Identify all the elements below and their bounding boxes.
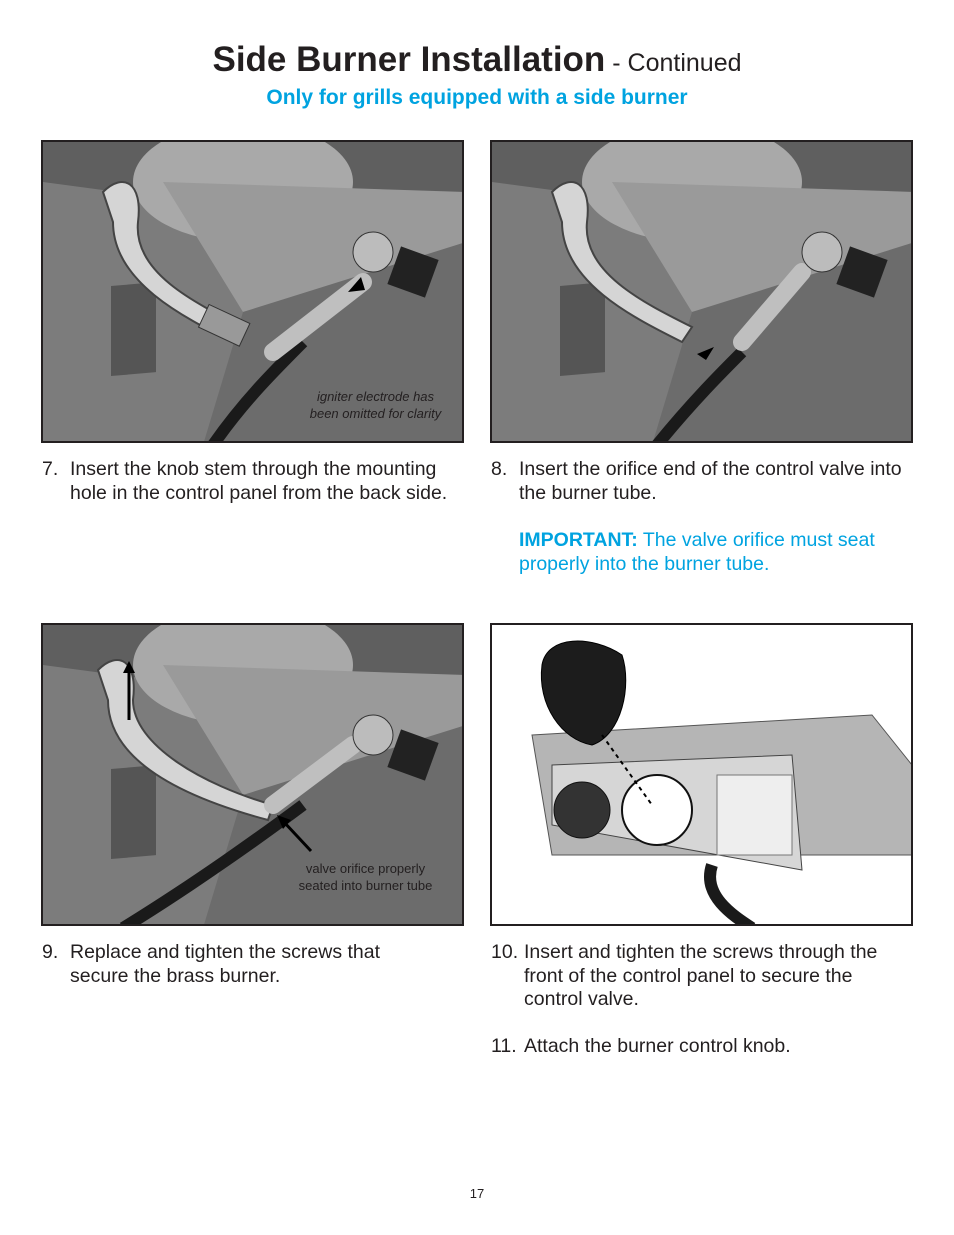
control-knob-illustration bbox=[492, 625, 911, 924]
step-number: 7. bbox=[42, 458, 59, 480]
step-number: 10. bbox=[491, 941, 519, 963]
figure-caption: igniter electrode has been omitted for c… bbox=[293, 388, 458, 422]
step-9: 9. Replace and tighten the screws that s… bbox=[42, 941, 442, 988]
step-text: Insert the orifice end of the control va… bbox=[519, 458, 902, 504]
figure-step-7: igniter electrode has been omitted for c… bbox=[41, 140, 464, 443]
page-number: 17 bbox=[469, 1186, 485, 1201]
step-text: Insert the knob stem through the mountin… bbox=[70, 458, 448, 504]
step-7: 7. Insert the knob stem through the moun… bbox=[42, 458, 452, 505]
step-text: Replace and tighten the screws that secu… bbox=[70, 941, 381, 987]
step-number: 9. bbox=[42, 941, 59, 963]
burner-screws-illustration bbox=[43, 625, 462, 924]
important-note: IMPORTANT: The valve orifice must seat p… bbox=[519, 529, 911, 576]
control-valve-illustration bbox=[492, 142, 911, 441]
step-10: 10. Insert and tighten the screws throug… bbox=[491, 941, 911, 1012]
page-header: Side Burner Installation - Continued Onl… bbox=[0, 38, 954, 111]
page-title-line: Side Burner Installation - Continued bbox=[0, 38, 954, 85]
figure-step-10-11 bbox=[490, 623, 913, 926]
step-8: 8. Insert the orifice end of the control… bbox=[491, 458, 911, 505]
figure-step-8 bbox=[490, 140, 913, 443]
page-subtitle: Only for grills equipped with a side bur… bbox=[266, 86, 688, 109]
page-title-suffix: - Continued bbox=[605, 49, 742, 77]
important-text: The valve orifice must seat properly int… bbox=[519, 529, 875, 575]
caption-line: been omitted for clarity bbox=[309, 406, 442, 421]
important-label: IMPORTANT: bbox=[519, 529, 638, 551]
caption-line: seated into burner tube bbox=[298, 878, 433, 893]
caption-line: valve orifice properly bbox=[305, 861, 426, 876]
knob-stem-illustration bbox=[43, 142, 462, 441]
step-11: 11. Attach the burner control knob. bbox=[491, 1035, 911, 1059]
step-text: Insert and tighten the screws through th… bbox=[524, 941, 878, 1010]
figure-caption: valve orifice properly seated into burne… bbox=[268, 860, 462, 894]
figure-step-9: valve orifice properly seated into burne… bbox=[41, 623, 464, 926]
caption-line: igniter electrode has bbox=[316, 389, 435, 404]
step-text: Attach the burner control knob. bbox=[524, 1035, 791, 1057]
page-title: Side Burner Installation bbox=[212, 40, 606, 79]
step-number: 11. bbox=[491, 1035, 517, 1057]
step-number: 8. bbox=[491, 458, 508, 480]
